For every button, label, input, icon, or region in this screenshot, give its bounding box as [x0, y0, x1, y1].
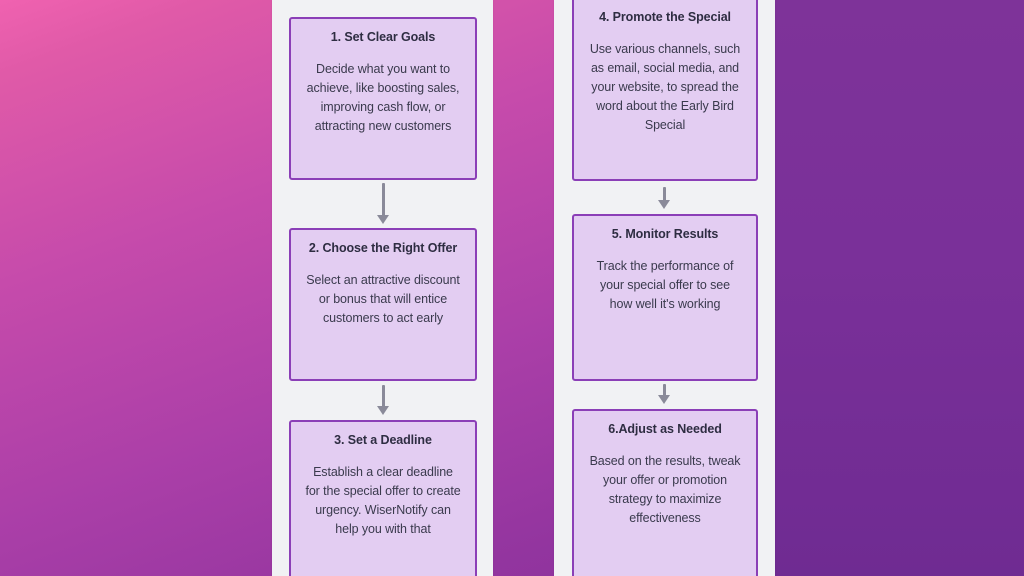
arrow-head	[658, 395, 670, 404]
flow-card-5[interactable]: 5. Monitor Results Track the performance…	[572, 214, 758, 381]
arrow-shaft	[381, 183, 385, 216]
flow-card-3-title: 3. Set a Deadline	[334, 433, 432, 447]
flow-card-4[interactable]: 4. Promote the Special Use various chann…	[572, 0, 758, 181]
flow-card-3[interactable]: 3. Set a Deadline Establish a clear dead…	[289, 420, 477, 576]
flow-card-4-body: Use various channels, such as email, soc…	[589, 41, 741, 132]
arrow-head	[377, 406, 389, 415]
arrow-head	[377, 215, 389, 224]
flow-card-6-body: Based on the results, tweak your offer o…	[589, 453, 741, 525]
arrow-down-icon-1	[372, 183, 394, 224]
arrow-head	[658, 200, 670, 209]
flow-card-2-body: Select an attractive discount or bonus t…	[306, 272, 460, 325]
arrow-down-icon-2	[372, 385, 394, 415]
flow-card-1-title: 1. Set Clear Goals	[330, 30, 436, 44]
flow-card-3-body: Establish a clear deadline for the speci…	[305, 464, 461, 536]
flow-card-5-title: 5. Monitor Results	[611, 227, 719, 241]
flow-card-1-body: Decide what you want to achieve, like bo…	[306, 61, 460, 133]
content-panel-left: 1. Set Clear Goals Decide what you want …	[272, 0, 493, 576]
flow-card-2[interactable]: 2. Choose the Right Offer Select an attr…	[289, 228, 477, 381]
content-panel-right: 4. Promote the Special Use various chann…	[554, 0, 775, 576]
flow-card-5-body: Track the performance of your special of…	[596, 258, 734, 311]
flow-card-6-title: 6.Adjust as Needed	[608, 422, 722, 436]
arrow-down-icon-4	[653, 384, 675, 404]
arrow-down-icon-3	[653, 187, 675, 209]
arrow-shaft	[662, 384, 666, 396]
background-right-solid	[775, 0, 1024, 576]
flow-card-2-title: 2. Choose the Right Offer	[308, 241, 458, 255]
arrow-shaft	[662, 187, 666, 201]
flow-card-6[interactable]: 6.Adjust as Needed Based on the results,…	[572, 409, 758, 576]
arrow-shaft	[381, 385, 385, 407]
flow-card-4-title: 4. Promote the Special	[599, 10, 731, 24]
flow-card-1[interactable]: 1. Set Clear Goals Decide what you want …	[289, 17, 477, 180]
